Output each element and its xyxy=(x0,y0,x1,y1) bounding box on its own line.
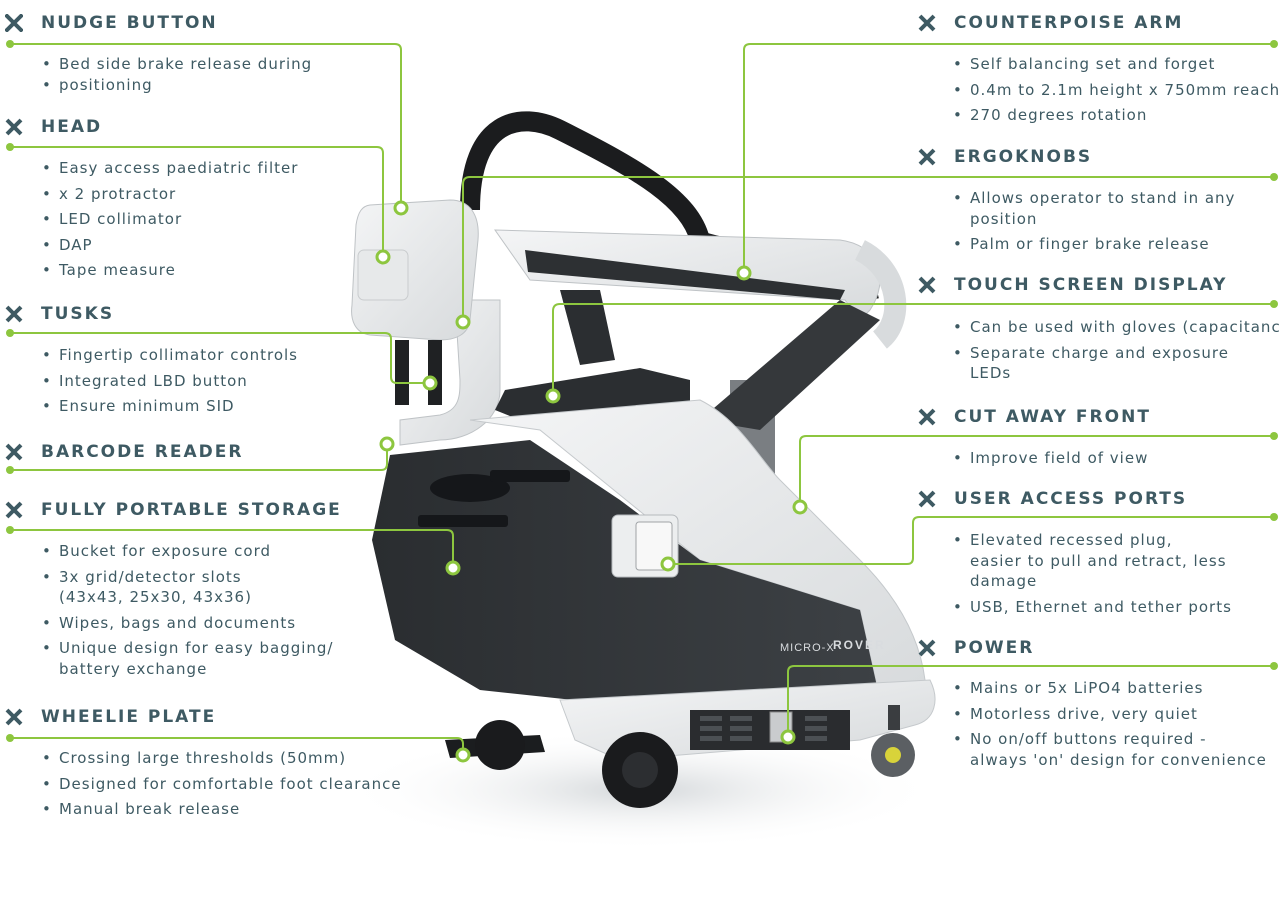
x-cross-icon xyxy=(5,708,23,726)
feature-bullet: x 2 protractor xyxy=(42,184,298,204)
feature-title: WHEELIE PLATE xyxy=(41,707,217,727)
feature-title: TUSKS xyxy=(41,304,115,324)
feature-bullet: 270 degrees rotation xyxy=(953,105,1280,125)
feature-title: TOUCH SCREEN DISPLAY xyxy=(954,275,1228,295)
feature-title: BARCODE READER xyxy=(41,442,244,462)
feature-bullet-continued: battery exchange xyxy=(59,659,208,678)
feature-bullet: Unique design for easy bagging/ xyxy=(42,638,334,658)
feature-bullet: Tape measure xyxy=(42,260,298,280)
feature-bullet: Wipes, bags and documents xyxy=(42,613,334,633)
feature-bullet: Can be used with gloves (capacitance) xyxy=(953,317,1280,337)
x-cross-icon xyxy=(918,408,936,426)
feature-bullet: Motorless drive, very quiet xyxy=(953,704,1267,724)
feature-bullet: Ensure minimum SID xyxy=(42,396,298,416)
x-cross-icon xyxy=(918,490,936,508)
feature-bullet: LED collimator xyxy=(42,209,298,229)
x-cross-icon xyxy=(918,639,936,657)
feature-bullet: Bucket for exposure cord xyxy=(42,541,334,561)
feature-bullet: Self balancing set and forget xyxy=(953,54,1280,74)
feature-bullet: Easy access paediatric filter xyxy=(42,158,298,178)
x-cross-icon xyxy=(918,14,936,32)
feature-bullet: Designed for comfortable foot clearance xyxy=(42,774,402,794)
feature-title: COUNTERPOISE ARM xyxy=(954,13,1184,33)
x-cross-icon xyxy=(5,14,23,32)
feature-bullet: Bed side brake release during xyxy=(42,54,312,74)
feature-bullet: DAP xyxy=(42,235,298,255)
feature-bullet-continued: position xyxy=(970,209,1038,228)
feature-bullet: Manual break release xyxy=(42,799,402,819)
feature-title: HEAD xyxy=(41,117,103,137)
feature-bullet-continued: damage xyxy=(970,572,1038,590)
feature-bullet: USB, Ethernet and tether ports xyxy=(953,597,1232,617)
feature-bullet-continued: (43x43, 25x30, 43x36) xyxy=(59,588,252,606)
x-cross-icon xyxy=(5,443,23,461)
feature-bullet: Allows operator to stand in any xyxy=(953,188,1235,208)
feature-bullet: Integrated LBD button xyxy=(42,371,298,391)
feature-bullet-continued: LEDs xyxy=(970,364,1012,382)
yoke xyxy=(399,299,501,446)
feature-bullet: positioning xyxy=(42,75,312,95)
feature-title: NUDGE BUTTON xyxy=(41,13,218,33)
feature-title: POWER xyxy=(954,638,1035,658)
feature-bullet: Elevated recessed plug, xyxy=(953,530,1232,550)
feature-bullet: Fingertip collimator controls xyxy=(42,345,298,365)
feature-bullet: Crossing large thresholds (50mm) xyxy=(42,748,402,768)
feature-bullet-continued: always 'on' design for convenience xyxy=(970,750,1267,769)
feature-bullet: Separate charge and exposure xyxy=(953,343,1280,363)
feature-bullet: Mains or 5x LiPO4 batteries xyxy=(953,678,1267,698)
feature-title: CUT AWAY FRONT xyxy=(954,407,1151,427)
feature-bullet-continued: easier to pull and retract, less xyxy=(970,551,1227,570)
x-cross-icon xyxy=(5,118,23,136)
feature-bullet: 0.4m to 2.1m height x 750mm reach xyxy=(953,80,1280,100)
feature-bullet: Palm or finger brake release xyxy=(953,234,1235,254)
feature-title: USER ACCESS PORTS xyxy=(954,489,1188,509)
feature-bullet: 3x grid/detector slots xyxy=(42,567,334,587)
cable xyxy=(460,111,710,243)
brand-right: ROVER xyxy=(833,638,886,652)
feature-bullet: Improve field of view xyxy=(953,448,1148,468)
x-cross-icon xyxy=(5,501,23,519)
feature-title: ERGOKNOBS xyxy=(954,147,1093,167)
feature-title: FULLY PORTABLE STORAGE xyxy=(41,500,342,520)
x-cross-icon xyxy=(5,305,23,323)
x-cross-icon xyxy=(918,276,936,294)
brand-left: MICRO-X xyxy=(780,642,835,654)
feature-bullet: No on/off buttons required - xyxy=(953,729,1267,749)
x-cross-icon xyxy=(918,148,936,166)
